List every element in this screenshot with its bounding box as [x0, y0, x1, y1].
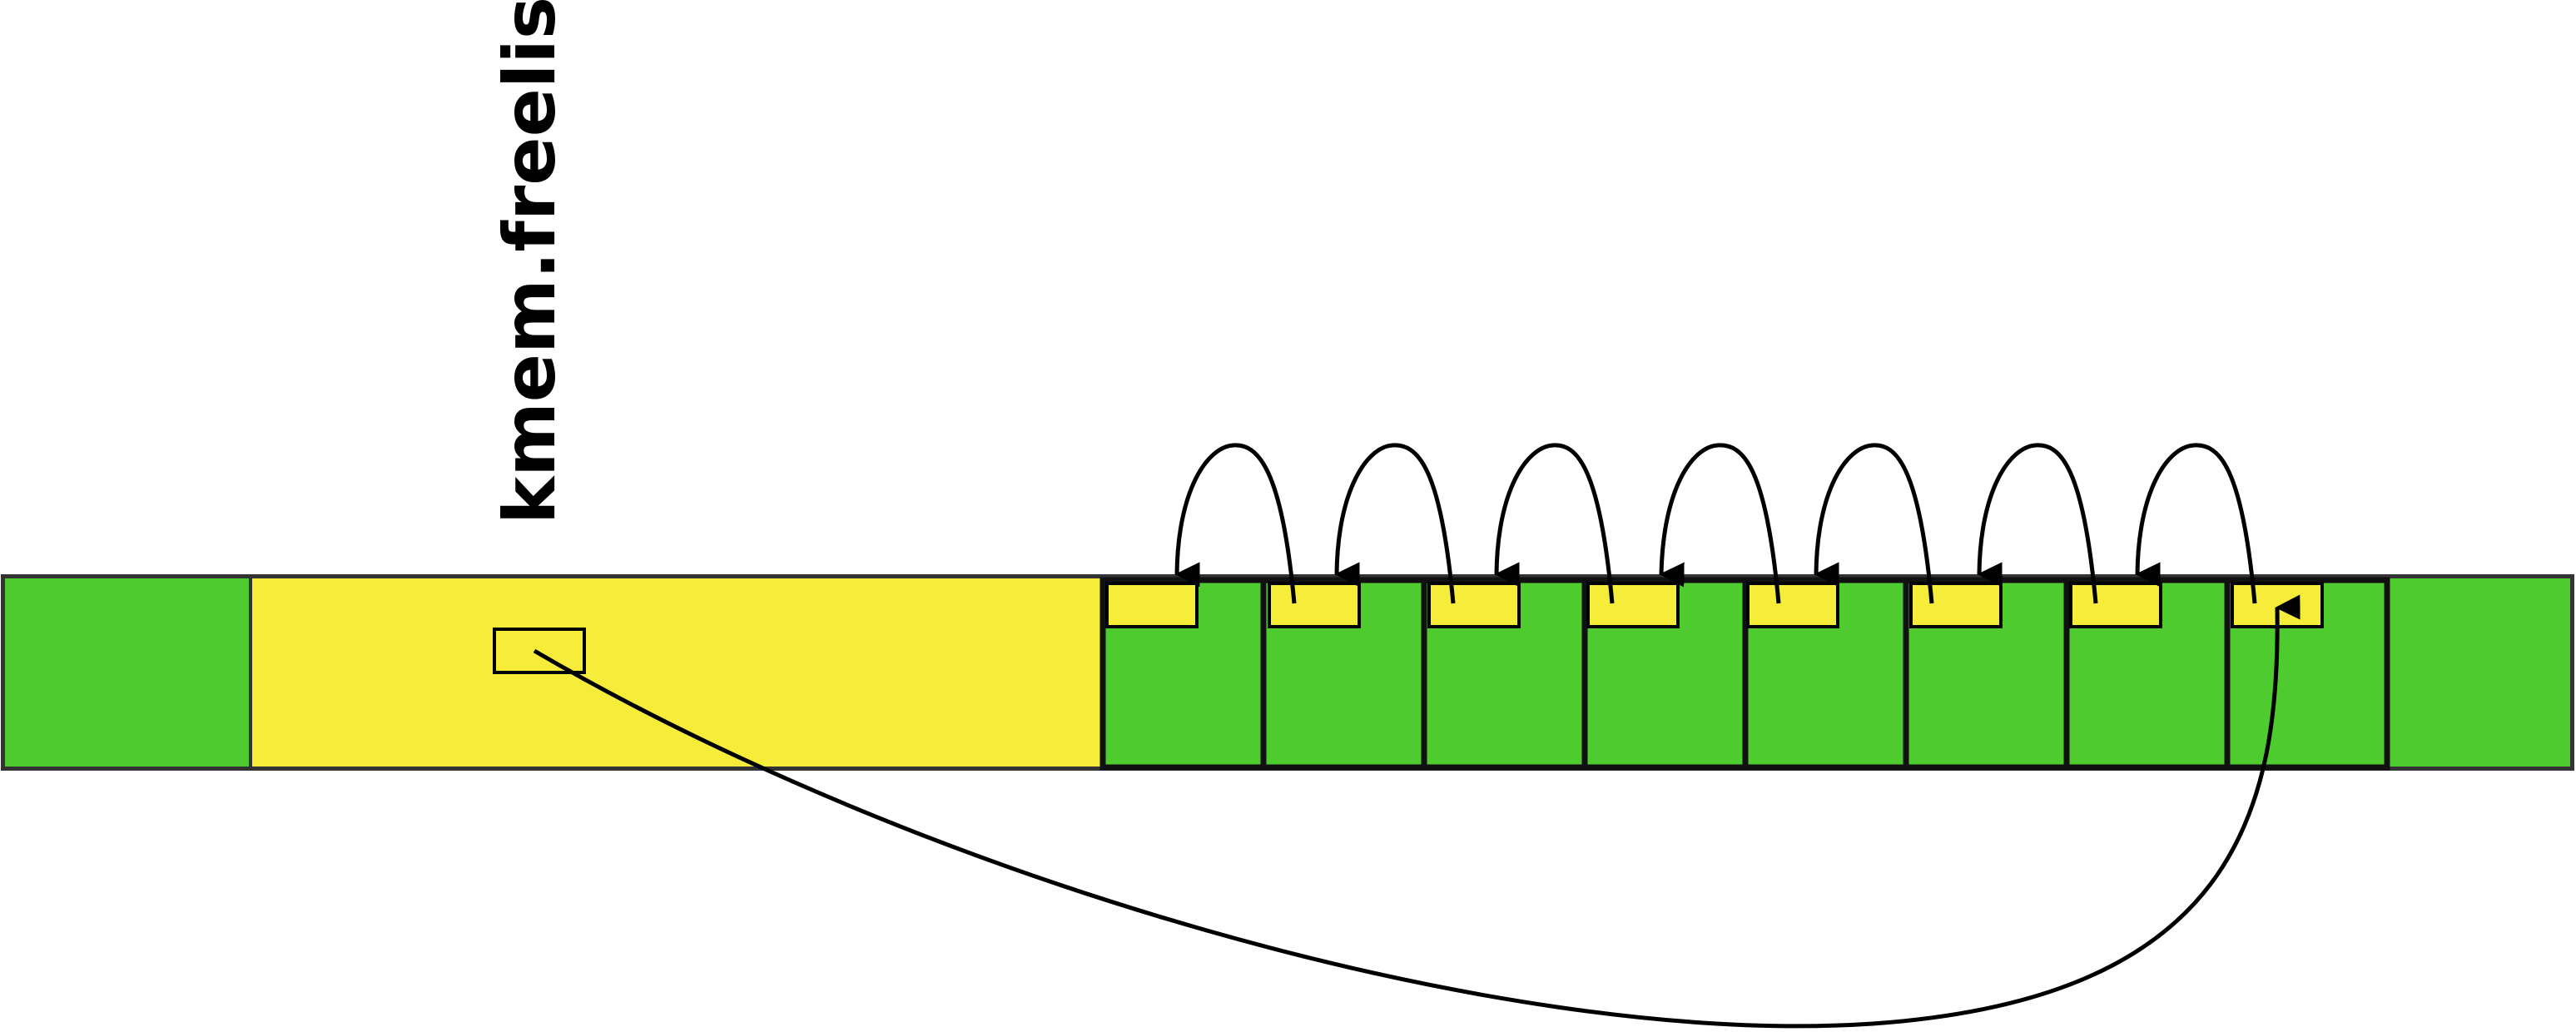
left-memory-region: [2, 575, 252, 770]
next-pointer-field: [1746, 582, 1839, 628]
next-pointer-arrow: [1174, 443, 1297, 604]
free-page: [1260, 577, 1427, 771]
next-pointer-field: [1105, 582, 1199, 628]
next-pointer-arrows: [1174, 443, 2257, 604]
free-page: [2224, 577, 2390, 771]
kernel-region: [249, 575, 1104, 770]
freelist-label: kmem.freelist: [489, 0, 572, 524]
next-pointer-arrow: [1659, 443, 1781, 604]
free-page: [1581, 577, 1749, 771]
next-pointer-field: [1909, 582, 2003, 628]
right-memory-region: [2385, 575, 2574, 770]
next-pointer-arrow: [1814, 443, 1934, 604]
free-page: [1099, 577, 1267, 771]
next-pointer-arrow: [1494, 443, 1615, 604]
free-pages: [1099, 577, 2390, 771]
next-pointer-field: [1427, 582, 1521, 628]
next-pointer-arrow: [2135, 443, 2257, 604]
free-page: [1903, 577, 2070, 771]
next-pointer-field: [2069, 582, 2162, 628]
next-pointer-field: [1586, 582, 1680, 628]
next-pointer-field: [1268, 582, 1361, 628]
free-page: [1742, 577, 1909, 771]
free-page: [2063, 577, 2231, 771]
next-pointer-arrow: [1334, 443, 1456, 604]
free-page: [1421, 577, 1588, 771]
freelist-head-pointer: [493, 628, 586, 674]
next-pointer-arrow: [1977, 443, 2098, 604]
freelist-head-arrow: [533, 594, 2301, 1029]
